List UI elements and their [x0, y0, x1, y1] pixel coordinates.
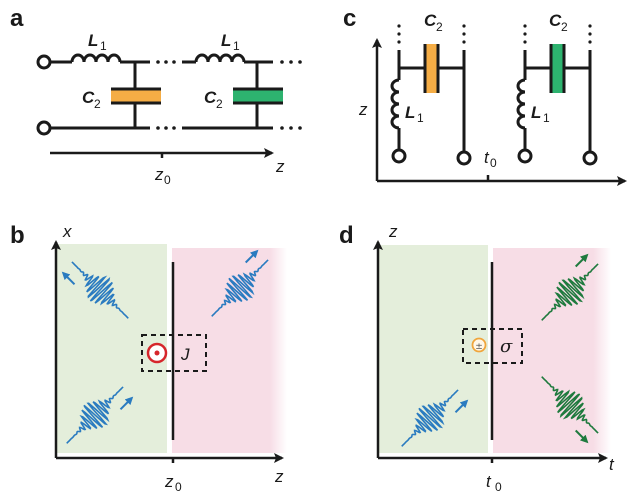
boundary-source-box	[141, 334, 207, 372]
propagation-arrow-icon	[61, 271, 76, 286]
inductor-2-icon	[516, 78, 526, 130]
z0-tick-label: z	[154, 165, 164, 184]
panel-c: c z t 0 C 2 L 1	[343, 5, 627, 186]
inductor-2-label: L	[221, 31, 231, 50]
inductor-1-label: L	[88, 31, 98, 50]
capacitor-2-label: C	[549, 11, 562, 30]
capacitor-2-sub: 2	[216, 97, 223, 111]
capacitor-2-fill	[233, 89, 283, 103]
inductor-1-icon	[390, 78, 400, 130]
terminal	[517, 148, 533, 164]
capacitor-1-plates-icon	[423, 44, 440, 93]
boundary-source-box	[462, 328, 523, 364]
inductor-1-icon	[70, 53, 122, 63]
wave-trace	[541, 376, 599, 434]
capacitor-1-label: C	[424, 11, 437, 30]
propagation-arrow-icon	[574, 253, 589, 268]
z-axis-label: z	[275, 157, 285, 176]
z0-tick-label: z	[164, 472, 174, 491]
wave-trace	[66, 386, 124, 444]
capacitor-1-label: C	[82, 88, 95, 107]
terminal	[391, 148, 407, 164]
capacitor-1-fill	[425, 44, 438, 93]
propagation-arrow-icon	[119, 396, 134, 411]
current-dot	[154, 350, 160, 356]
capacitor-1-sub: 2	[436, 20, 443, 34]
charge-source-icon	[471, 337, 487, 353]
capacitor-2-label: C	[204, 88, 217, 107]
inductor-2-sub: 1	[233, 39, 240, 53]
continuation-dots	[523, 24, 592, 44]
wave-trace	[401, 389, 459, 447]
terminal-top	[36, 54, 52, 70]
terminal	[456, 150, 472, 166]
incident-wave	[66, 386, 134, 444]
t0-tick-label: t	[486, 472, 492, 491]
continuation-dots	[397, 24, 466, 44]
z-axis-label: z	[358, 100, 368, 119]
reflected-wave	[61, 261, 129, 319]
continuation-dots	[280, 60, 302, 130]
z-axis-label: z	[274, 467, 284, 486]
wave-trace	[211, 259, 269, 317]
incident-wave	[401, 389, 469, 447]
z0-tick-sub: 0	[164, 173, 171, 187]
charge-symbol: ±	[475, 342, 483, 352]
panel-b-letter: b	[10, 222, 25, 249]
propagation-arrow-icon	[574, 429, 589, 444]
panel-b: b x z z 0 J	[10, 222, 287, 494]
t0-tick-sub: 0	[495, 480, 502, 494]
panel-a: a L 1	[10, 5, 302, 187]
capacitor-1-sub: 2	[94, 97, 101, 111]
terminal	[582, 150, 598, 166]
propagation-arrow-icon	[244, 249, 259, 264]
forward-wave	[541, 253, 599, 321]
capacitor-2-fill	[551, 44, 564, 93]
inductor-1-label: L	[405, 103, 415, 122]
t0-tick-sub: 0	[490, 156, 497, 170]
t0-tick-label: t	[484, 148, 490, 167]
wave-packets	[61, 249, 269, 444]
region-left	[378, 245, 488, 453]
panel-d: d z t t 0 ± σ	[339, 222, 615, 494]
inductor-1-sub: 1	[417, 111, 424, 125]
transmitted-wave	[211, 249, 269, 317]
region-right	[493, 248, 611, 453]
inductor-2-label: L	[531, 103, 541, 122]
terminal-bottom	[36, 120, 52, 136]
continuation-dots	[156, 60, 176, 130]
region-right	[172, 248, 287, 453]
panel-d-letter: d	[339, 222, 354, 249]
propagation-arrow-icon	[454, 399, 469, 414]
inductor-2-icon	[194, 53, 246, 63]
capacitor-2-sub: 2	[561, 20, 568, 34]
wave-packets	[401, 253, 599, 447]
inductor-1-sub: 1	[100, 39, 107, 53]
conductivity-label: σ	[500, 336, 513, 357]
x-axis-label: x	[62, 222, 72, 241]
capacitor-1-fill	[111, 89, 161, 103]
backward-wave	[541, 376, 599, 444]
panel-c-letter: c	[343, 5, 356, 32]
t-axis-label: t	[609, 455, 615, 474]
z-axis-label: z	[388, 222, 398, 241]
panel-a-letter: a	[10, 5, 24, 32]
wave-trace	[541, 263, 599, 321]
current-label: J	[180, 345, 190, 364]
wave-trace	[71, 261, 129, 319]
z0-tick-sub: 0	[175, 480, 182, 494]
capacitor-2-plates-icon	[549, 44, 566, 93]
inductor-2-sub: 1	[543, 111, 550, 125]
